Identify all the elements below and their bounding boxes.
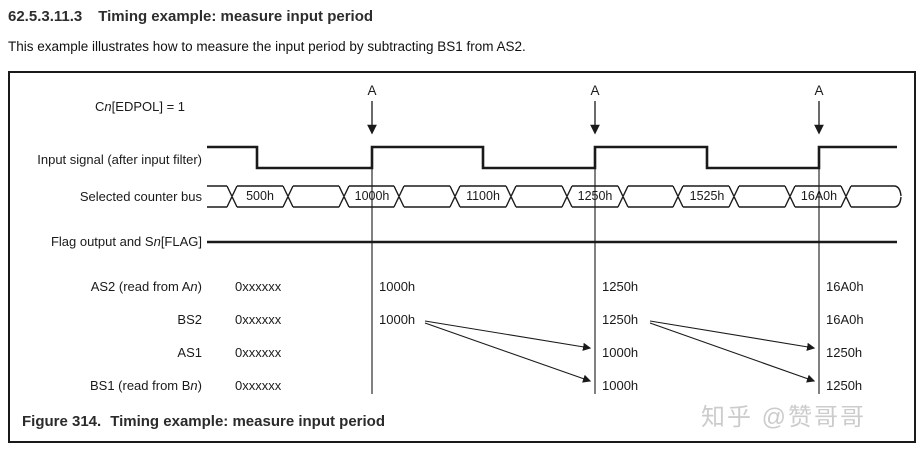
- bus-value-16A0h: 16A0h: [800, 189, 838, 203]
- timing-diagram-linework: [207, 101, 902, 394]
- as1-value-1: 1000h: [602, 345, 639, 360]
- section-title: Timing example: measure input period: [98, 8, 374, 25]
- as1-value-0: 0xxxxxx: [235, 345, 282, 360]
- label-bs1: BS1 (read from Bn): [89, 378, 202, 393]
- bus-value-1250h: 1250h: [577, 189, 613, 203]
- bs1-value-0: 0xxxxxx: [235, 378, 282, 393]
- bs1-value-2: 1250h: [826, 378, 863, 393]
- as2-value-3: 16A0h: [826, 279, 864, 294]
- section-number: 62.5.3.11.3: [8, 8, 83, 25]
- as1-value-2: 1250h: [826, 345, 863, 360]
- bs2-value-0: 0xxxxxx: [235, 312, 282, 327]
- section-heading: 62.5.3.11.3 Timing example: measure input…: [8, 8, 373, 25]
- figure-number: Figure 314.: [22, 413, 102, 430]
- as2-value-2: 1250h: [602, 279, 639, 294]
- bus-value-500h: 500h: [246, 189, 274, 203]
- bs2-value-3: 16A0h: [826, 312, 864, 327]
- bus-value-1000h: 1000h: [354, 189, 390, 203]
- copy-arrow-bs2-bs1-event2: [424, 322, 592, 383]
- timing-figure: A A A Cn[EDPOL] = 1 Input signal (after …: [8, 71, 916, 443]
- figure-caption: Figure 314. Timing example: measure input…: [22, 413, 385, 430]
- label-as1: AS1: [177, 345, 202, 360]
- label-cn-edpol: Cn[EDPOL] = 1: [95, 99, 185, 114]
- copy-arrow-bs2-as1-event3: [649, 320, 816, 351]
- copy-arrow-bs2-as1-event2: [424, 320, 592, 351]
- label-flag-output: Flag output and Sn[FLAG]: [50, 234, 202, 249]
- label-as2: AS2 (read from An): [90, 279, 202, 294]
- intro-paragraph: This example illustrates how to measure …: [8, 39, 526, 54]
- counter-bus-shape: [207, 185, 902, 208]
- bs2-value-1: 1000h: [379, 312, 416, 327]
- copy-arrow-bs2-bs1-event3: [649, 322, 816, 383]
- bus-value-1525h: 1525h: [689, 189, 725, 203]
- label-bs2: BS2: [177, 312, 202, 327]
- bus-value-1100h: 1100h: [466, 189, 500, 203]
- figure-caption-text: Timing example: measure input period: [110, 413, 385, 430]
- event-marker-label-3: A: [814, 83, 824, 98]
- label-counter-bus: Selected counter bus: [79, 189, 202, 204]
- bs1-value-1: 1000h: [602, 378, 639, 393]
- as2-value-1: 1000h: [379, 279, 416, 294]
- input-signal-waveform: [207, 145, 897, 170]
- event-marker-label-1: A: [367, 83, 377, 98]
- bs2-value-2: 1250h: [602, 312, 639, 327]
- as2-value-0: 0xxxxxx: [235, 279, 282, 294]
- event-marker-label-2: A: [590, 83, 600, 98]
- label-input-signal: Input signal (after input filter): [37, 152, 202, 167]
- watermark: 知乎 @赞哥哥: [700, 404, 866, 431]
